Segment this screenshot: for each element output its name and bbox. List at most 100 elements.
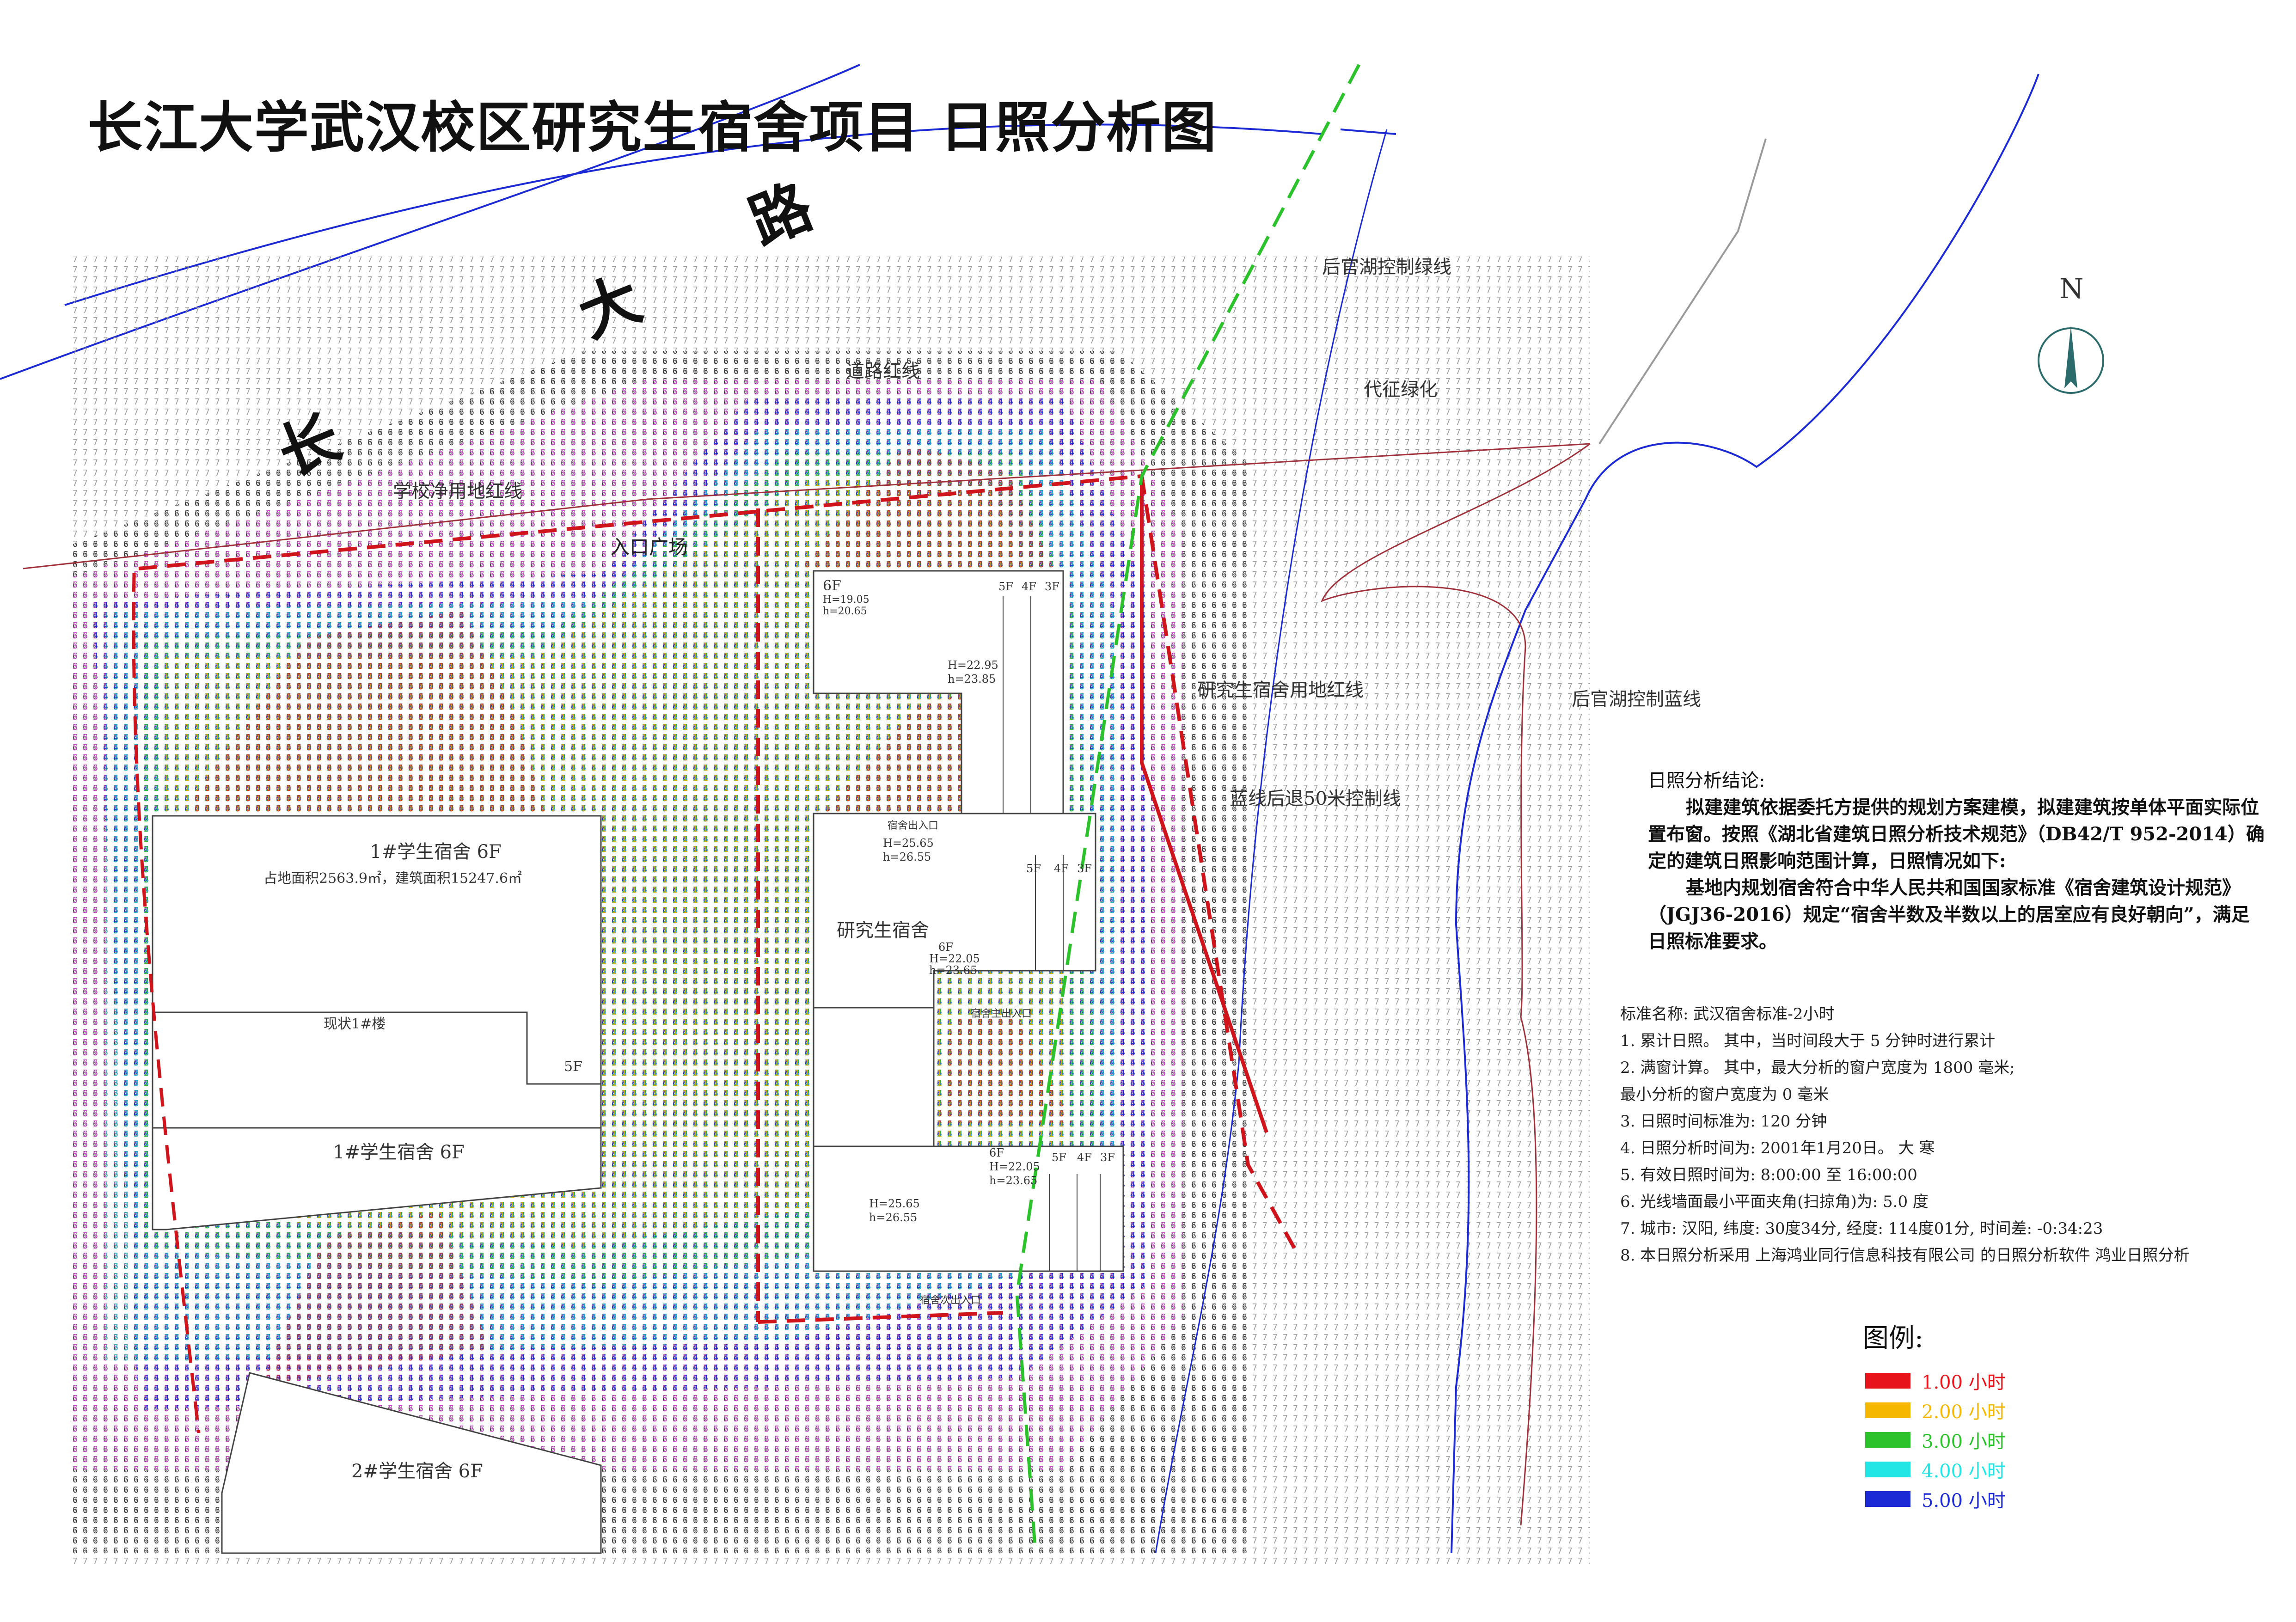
building-1-5f: 5F	[564, 1059, 582, 1075]
grad-h5: H=25.65	[883, 837, 934, 850]
grad-3f-3: 3F	[1100, 1151, 1115, 1164]
zone-0h-d	[823, 693, 961, 814]
grad-4f-3: 4F	[1077, 1151, 1092, 1164]
zone-0h-f	[259, 1211, 490, 1387]
legend-swatch	[1865, 1432, 1910, 1448]
legend-label: 2.00 小时	[1922, 1402, 2006, 1423]
analysis-conclusion: 日照分析结论: 拟建建筑依据委托方提供的规划方案建模，拟建建筑按单体平面实际位置…	[1648, 767, 2267, 955]
label-houguanhu-blue: 后官湖控制蓝线	[1572, 689, 1701, 710]
grad-redline	[1140, 476, 1268, 1133]
grad-h2: h=20.65	[823, 606, 867, 617]
param-5: 5. 有效日照时间为: 8:00:00 至 16:00:00	[1620, 1166, 1917, 1184]
brown-line	[1321, 443, 1591, 1526]
school-boundary	[23, 443, 1591, 569]
label-blue-50m: 蓝线后退50米控制线	[1230, 788, 1401, 809]
param-1: 1. 累计日照。 其中，当时间段大于 5 分钟时进行累计	[1620, 1032, 1996, 1050]
grad-dorm-label: 研究生宿舍	[837, 920, 929, 941]
conclusion-heading: 日照分析结论:	[1648, 770, 1765, 791]
grad-h6-s: h=26.55	[869, 1211, 918, 1224]
site-redline	[138, 474, 1296, 1324]
param-7: 7. 城市: 汉阳, 纬度: 30度34分, 经度: 114度01分, 时间差:…	[1620, 1219, 2103, 1238]
conclusion-p1: 拟建建筑依据委托方提供的规划方案建模，拟建建筑按单体平面实际位置布窗。按照《湖北…	[1648, 796, 2265, 872]
legend-label: 5.00 小时	[1922, 1490, 2006, 1512]
grad-4f-1: 4F	[1022, 580, 1036, 593]
analysis-parameters: 标准名称: 武汉宿舍标准-2小时 1. 累计日照。 其中，当时间段大于 5 分钟…	[1620, 1001, 2286, 1269]
page-title: 长江大学武汉校区研究生宿舍项目 日照分析图	[88, 96, 1218, 159]
grad-h4: h=23.85	[948, 673, 996, 686]
building-2	[221, 1372, 602, 1554]
north-label: N	[2059, 273, 2084, 305]
building-1-area: 占地面积2563.9㎡，建筑面积15247.6㎡	[263, 870, 522, 887]
grad-h3: H=22.95	[948, 659, 998, 672]
legend-swatch	[1865, 1402, 1910, 1418]
building-1-south	[152, 1127, 602, 1230]
building-existing-label: 现状1#楼	[324, 1016, 386, 1032]
label-grad-redline: 研究生宿舍用地红线	[1197, 679, 1364, 701]
building-grad-mid2	[813, 1007, 935, 1147]
far-road-line	[1598, 138, 1767, 445]
grad-entrance-2: 宿舍主出入口	[971, 1008, 1032, 1020]
legend-item: 1.00 小时	[1865, 1366, 2006, 1396]
zone-0h-a	[194, 610, 545, 814]
legend-label: 3.00 小时	[1922, 1431, 2006, 1452]
legend-item: 2.00 小时	[1865, 1396, 2006, 1425]
grad-5f-1: 5F	[998, 580, 1013, 593]
legend-swatch	[1865, 1491, 1910, 1507]
legend-label: 4.00 小时	[1922, 1461, 2006, 1482]
zone-0h-e	[938, 1017, 1072, 1123]
param-4: 4. 日照分析时间为: 2001年1月20日。 大 寒	[1620, 1139, 1935, 1157]
grad-5f-2: 5F	[1026, 862, 1041, 875]
param-6: 6. 光线墙面最小平面夹角(扫掠角)为: 5.0 度	[1620, 1193, 1929, 1211]
grad-entrance-3: 宿舍次出入口	[920, 1295, 981, 1306]
legend-swatch	[1865, 1462, 1910, 1477]
label-daizheng-green: 代征绿化	[1364, 379, 1438, 400]
grad-5f-3: 5F	[1052, 1151, 1066, 1164]
grad-6f-2: 6F	[938, 941, 953, 954]
grad-h7: H=22.05	[929, 952, 980, 965]
param-8: 8. 本日照分析采用 上海鸿业同行信息科技有限公司 的日照分析软件 鸿业日照分析	[1620, 1246, 2190, 1265]
label-school-redline: 学校净用地红线	[393, 481, 522, 502]
grad-6f-1: 6F	[823, 578, 841, 594]
legend-title: 图例:	[1863, 1323, 1923, 1353]
grad-h7-s: H=22.05	[989, 1160, 1040, 1173]
legend-swatch	[1865, 1373, 1910, 1389]
building-2-name: 2#学生宿舍 6F	[351, 1461, 483, 1482]
legend: 1.00 小时 2.00 小时 3.00 小时 4.00 小时 5.00 小时	[1865, 1366, 2006, 1514]
legend-item: 3.00 小时	[1865, 1425, 2006, 1455]
grad-entrance-1: 宿舍出入口	[888, 820, 939, 832]
road-edge-north2	[1340, 129, 1396, 135]
green-control-line	[1015, 64, 1361, 1554]
label-entry-plaza: 入口广场	[610, 536, 688, 558]
grad-4f-2: 4F	[1054, 862, 1069, 875]
lake-blue-line	[1451, 73, 2039, 1554]
label-houguanhu-green: 后官湖控制绿线	[1322, 257, 1451, 278]
building-1-name-south: 1#学生宿舍 6F	[333, 1142, 465, 1163]
grad-h5-s: H=25.65	[869, 1197, 920, 1210]
grad-3f-1: 3F	[1045, 580, 1059, 593]
road-edge-north	[64, 123, 1322, 306]
north-arrow-icon	[2038, 326, 2104, 394]
floor-stripes	[1003, 596, 1101, 1271]
grad-h8-s: h=23.65	[989, 1174, 1038, 1187]
param-2: 2. 满窗计算。 其中，最大分析的窗户宽度为 1800 毫米;	[1620, 1059, 2015, 1077]
site-redline-west	[132, 573, 201, 1433]
zone-0h-c	[800, 444, 1054, 569]
param-standard: 标准名称: 武汉宿舍标准-2小时	[1620, 1005, 1835, 1023]
building-1-name: 1#学生宿舍 6F	[370, 841, 502, 863]
buildings	[152, 570, 1124, 1554]
legend-label: 1.00 小时	[1922, 1372, 2006, 1393]
param-2b: 最小分析的窗户宽度为 0 毫米	[1620, 1085, 1829, 1104]
grad-h6: h=26.55	[883, 851, 931, 863]
building-grad-south	[813, 1145, 1124, 1272]
grad-h8: h=23.65	[929, 964, 978, 977]
param-3: 3. 日照时间标准为: 120 分钟	[1620, 1112, 1827, 1131]
legend-item: 4.00 小时	[1865, 1455, 2006, 1484]
conclusion-p2: 基地内规划宿舍符合中华人民共和国国家标准《宿舍建筑设计规范》（JGJ36-201…	[1648, 877, 2250, 952]
legend-item: 5.00 小时	[1865, 1484, 2006, 1514]
grad-6f-3: 6F	[989, 1146, 1004, 1159]
label-road-redline: 道路红线	[846, 361, 920, 382]
inner-blue-line	[1155, 129, 1388, 1554]
grad-3f-2: 3F	[1077, 862, 1092, 875]
